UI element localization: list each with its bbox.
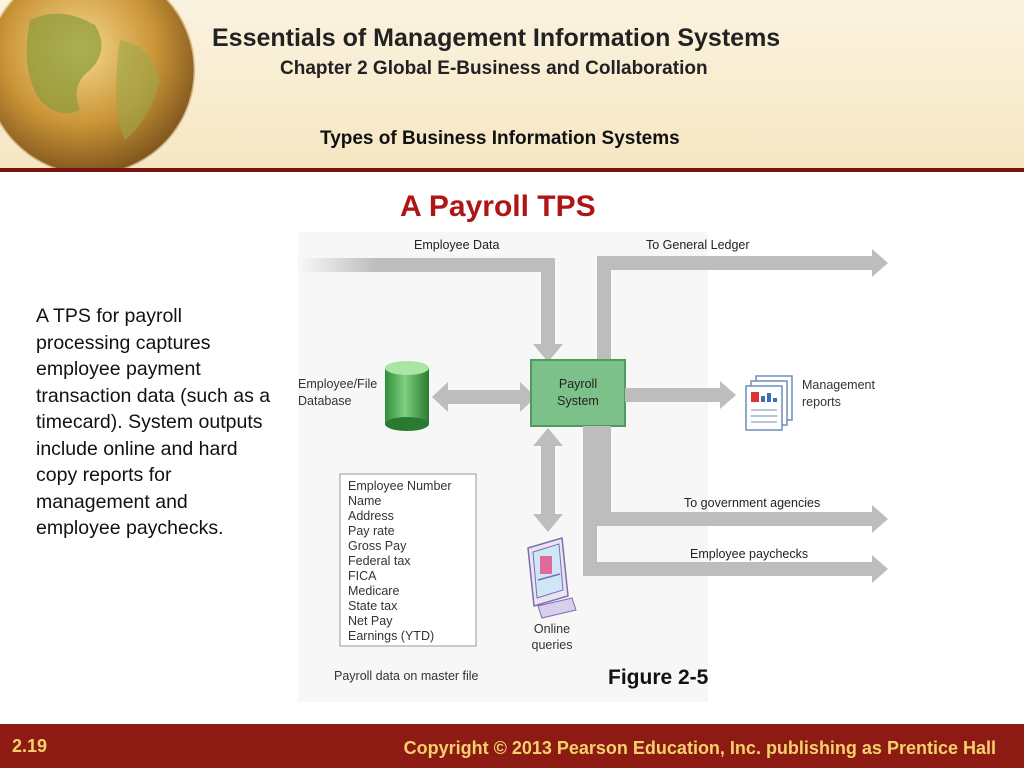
government-arrow — [597, 426, 888, 533]
management-label-2: reports — [802, 395, 841, 409]
employee-data-arrow — [300, 258, 563, 362]
globe-icon — [0, 0, 197, 168]
online-label-1: Online — [534, 622, 570, 636]
database-label-1: Employee/File — [298, 377, 377, 391]
management-label-1: Management — [802, 378, 875, 392]
master-file-field: Gross Pay — [348, 539, 407, 553]
section-title: Types of Business Information Systems — [320, 128, 680, 149]
payroll-label-2: System — [557, 394, 599, 408]
general-ledger-arrow — [597, 249, 888, 362]
online-label-2: queries — [532, 638, 573, 652]
online-queries-arrow — [533, 428, 563, 532]
payroll-system-box: Payroll System — [530, 359, 626, 427]
payroll-tps-diagram: Employee Data To General Ledger Employee… — [298, 232, 888, 702]
paychecks-arrow — [583, 426, 888, 583]
master-file-box — [339, 473, 477, 647]
master-file-field: Pay rate — [348, 524, 395, 538]
master-file-field: State tax — [348, 599, 398, 613]
copyright-text: Copyright © 2013 Pearson Education, Inc.… — [403, 738, 996, 758]
database-label-2: Database — [298, 394, 352, 408]
master-file-field: FICA — [348, 569, 377, 583]
header-title: Essentials of Management Information Sys… — [212, 24, 781, 52]
slide-description: A TPS for payroll processing captures em… — [36, 305, 271, 539]
master-file-field: Employee Number — [348, 479, 452, 493]
master-file-field: Federal tax — [348, 554, 411, 568]
database-payroll-arrow — [432, 382, 536, 412]
paychecks-label: Employee paychecks — [690, 547, 808, 561]
header-subtitle: Chapter 2 Global E-Business and Collabor… — [280, 58, 708, 79]
master-file-label: Payroll data on master file — [334, 669, 479, 683]
government-label: To government agencies — [684, 496, 820, 510]
slide-number: 2.19 — [12, 736, 48, 756]
slide-footer: 2.19 Copyright © 2013 Pearson Education,… — [0, 724, 1024, 768]
master-file-field: Address — [348, 509, 394, 523]
master-file-field: Earnings (YTD) — [348, 629, 434, 643]
reports-icon — [745, 375, 793, 431]
master-file-field: Medicare — [348, 584, 399, 598]
figure-label: Figure 2-5 — [608, 666, 709, 689]
general-ledger-label: To General Ledger — [646, 238, 750, 252]
header-divider — [0, 168, 1024, 172]
slide-header: Essentials of Management Information Sys… — [0, 0, 1024, 168]
computer-icon — [527, 537, 577, 619]
database-icon — [385, 361, 429, 431]
master-file-field: Net Pay — [348, 614, 393, 628]
payroll-label-1: Payroll — [559, 377, 597, 391]
master-file-field: Name — [348, 494, 381, 508]
slide-title: A Payroll TPS — [400, 190, 596, 223]
management-reports-arrow — [625, 381, 736, 409]
employee-data-label: Employee Data — [414, 238, 500, 252]
